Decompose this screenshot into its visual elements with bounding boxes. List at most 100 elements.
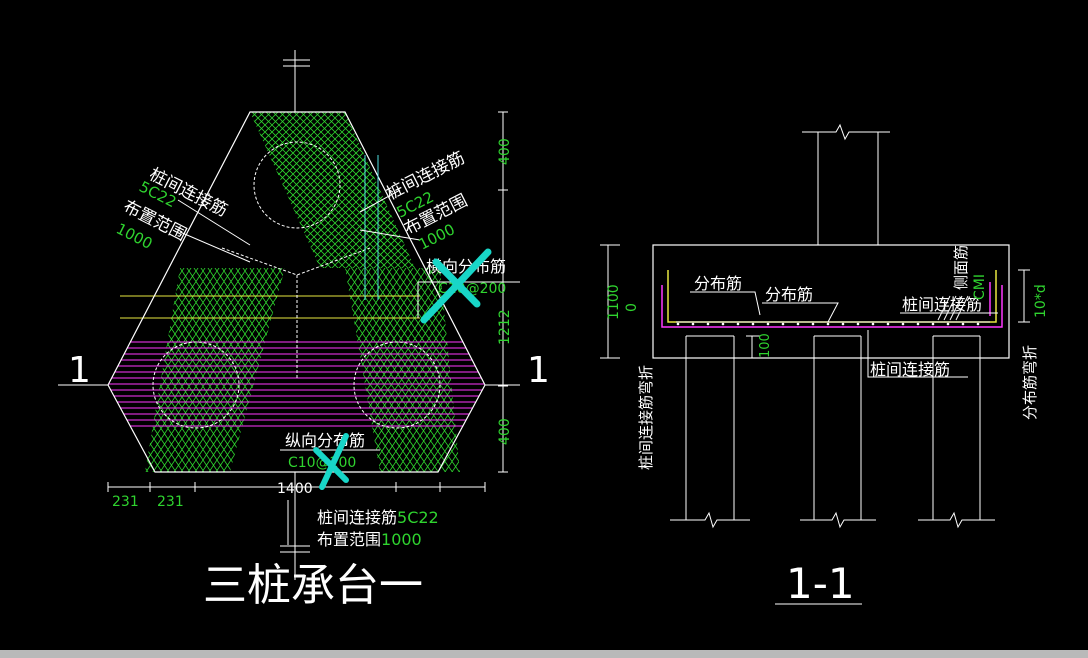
hatch-line xyxy=(145,268,285,472)
hatch-line xyxy=(345,268,404,472)
hatch-line xyxy=(345,268,446,472)
tie-rebar-hatch-right xyxy=(77,220,703,520)
hatch-line xyxy=(224,268,285,472)
dim-section-height: 1100 xyxy=(606,284,622,320)
hatch-line xyxy=(145,268,285,472)
hatch-line xyxy=(145,268,285,472)
hatch-line xyxy=(345,268,452,472)
hatch-line xyxy=(0,220,131,520)
label-range-bottom: 布置范围1000 xyxy=(317,530,422,549)
hatch-line xyxy=(493,220,703,520)
hatch-line xyxy=(145,268,285,472)
plan-title: 三桩承台一 xyxy=(203,560,423,611)
hatch-line xyxy=(196,268,285,472)
hatch-line xyxy=(145,268,285,472)
hatch-line xyxy=(345,268,460,472)
rebar-dot xyxy=(811,322,815,326)
hatch-line xyxy=(366,268,460,472)
hatch-line xyxy=(0,220,118,520)
label-range-bottom-value: 1000 xyxy=(381,530,422,549)
hatch-line xyxy=(238,268,285,472)
dim-section-zero: 0 xyxy=(624,303,640,312)
rebar-dot xyxy=(736,322,740,326)
label-longitudinal-spec: C10@200 xyxy=(288,455,356,471)
hatch-line xyxy=(0,220,117,520)
hatch-line xyxy=(250,112,415,268)
status-bar xyxy=(0,650,1088,658)
dim-right-bottom: 400 xyxy=(497,418,513,445)
hatch-line xyxy=(345,268,438,472)
hatch-line xyxy=(250,112,359,268)
hatch-line xyxy=(345,268,460,472)
label-side-rebar: 侧面筋 xyxy=(952,245,970,290)
hatch-line xyxy=(250,112,366,268)
hatch-line xyxy=(401,268,460,472)
rebar-dot xyxy=(916,322,920,326)
hatch-line xyxy=(246,268,285,472)
rebar-dots xyxy=(676,322,980,326)
hatch-line xyxy=(345,268,397,472)
markup-x-icon xyxy=(313,433,349,490)
rebar-dot xyxy=(931,322,935,326)
hatch-line xyxy=(345,268,460,472)
hatch-line xyxy=(345,268,424,472)
hatch-line xyxy=(145,268,285,472)
hatch-line xyxy=(345,268,460,472)
hatch-line xyxy=(145,268,285,472)
hatch-line xyxy=(145,268,230,472)
hatch-line xyxy=(345,268,390,472)
magenta-rebar-band xyxy=(108,341,485,427)
rebar-dot xyxy=(841,322,845,326)
hatch-line xyxy=(147,268,285,472)
hatch-line xyxy=(0,220,132,520)
hatch-line xyxy=(345,268,460,472)
hatch-line xyxy=(145,268,238,472)
hatch-line xyxy=(373,268,460,472)
hatch-line xyxy=(217,268,285,472)
label-dist-rebar-1: 分布筋 xyxy=(694,274,742,293)
label-tie-bend-left: 桩间连接筋弯折 xyxy=(637,365,655,470)
hatch-line xyxy=(145,268,195,472)
hatch-line xyxy=(345,268,383,472)
hatch-line xyxy=(84,220,284,520)
hatch-line xyxy=(189,268,285,472)
rebar-dot xyxy=(856,322,860,326)
label-longitudinal: 纵向分布筋 xyxy=(285,431,365,450)
rebar-dot xyxy=(781,322,785,326)
rebar-dot xyxy=(676,322,680,326)
hatch-line xyxy=(245,268,285,472)
hatch-line xyxy=(98,220,298,520)
hatch-line xyxy=(387,268,460,472)
hatch-line xyxy=(276,112,415,268)
rebar-dot xyxy=(691,322,695,326)
dim-right-mid: 1212 xyxy=(497,309,513,345)
label-side-rebar-spec: CMI xyxy=(972,274,988,300)
hatch-line xyxy=(380,268,460,472)
tie-rebar-hatch-top xyxy=(250,112,415,268)
label-range-bottom-text: 布置范围 xyxy=(317,530,381,549)
hatch-line xyxy=(345,268,417,472)
rebar-dot xyxy=(946,322,950,326)
label-dist-rebar-2: 分布筋 xyxy=(765,285,813,304)
hatch-line xyxy=(345,268,460,472)
hatch-line xyxy=(250,112,268,268)
hatch-line xyxy=(250,112,268,268)
dim-bottom-b: 231 xyxy=(157,494,184,510)
dim-bend-length: 10*d xyxy=(1033,284,1049,318)
hatch-line xyxy=(345,268,432,472)
hatch-line xyxy=(345,268,460,472)
hatch-line xyxy=(250,112,415,268)
hatch-line xyxy=(345,268,460,472)
hatch-line xyxy=(77,220,277,520)
hatch-line xyxy=(363,268,460,472)
rebar-dot xyxy=(871,322,875,326)
hatch-line xyxy=(250,112,415,268)
hatch-line xyxy=(145,268,285,472)
markup-x-icon xyxy=(420,248,492,324)
section-cap xyxy=(652,244,1010,359)
rebar-dot xyxy=(751,322,755,326)
hatch-line xyxy=(486,220,696,520)
hatch-line xyxy=(119,220,319,520)
hatch-line xyxy=(145,268,231,472)
rebar-dot xyxy=(976,322,980,326)
